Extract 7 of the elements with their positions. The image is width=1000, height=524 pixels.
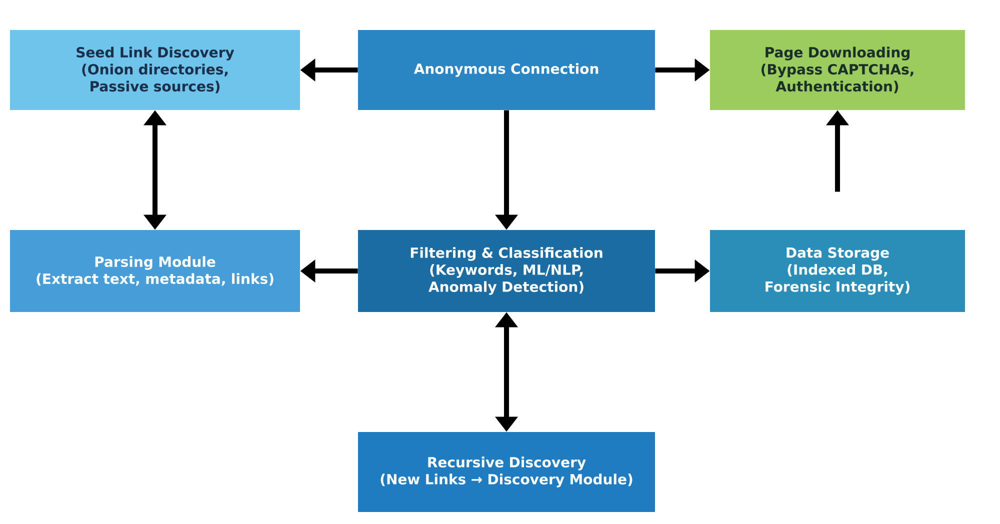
process-box: Page Downloading (Bypass CAPTCHAs, Authentication) [710,30,965,110]
process-box: Recursive Discovery (New Links → Discovery Module) [358,432,655,512]
process-box: Parsing Module (Extract text, metadata, links) [10,230,300,312]
process-box: Data Storage (Indexed DB, Forensic Integrity) [710,230,965,312]
process-box: Seed Link Discovery (Onion directories, Passive sources) [10,30,300,110]
process-box: Anonymous Connection [358,30,655,110]
process-box: Filtering & Classification (Keywords, ML/NLP, Anomaly Detection) [358,230,655,312]
